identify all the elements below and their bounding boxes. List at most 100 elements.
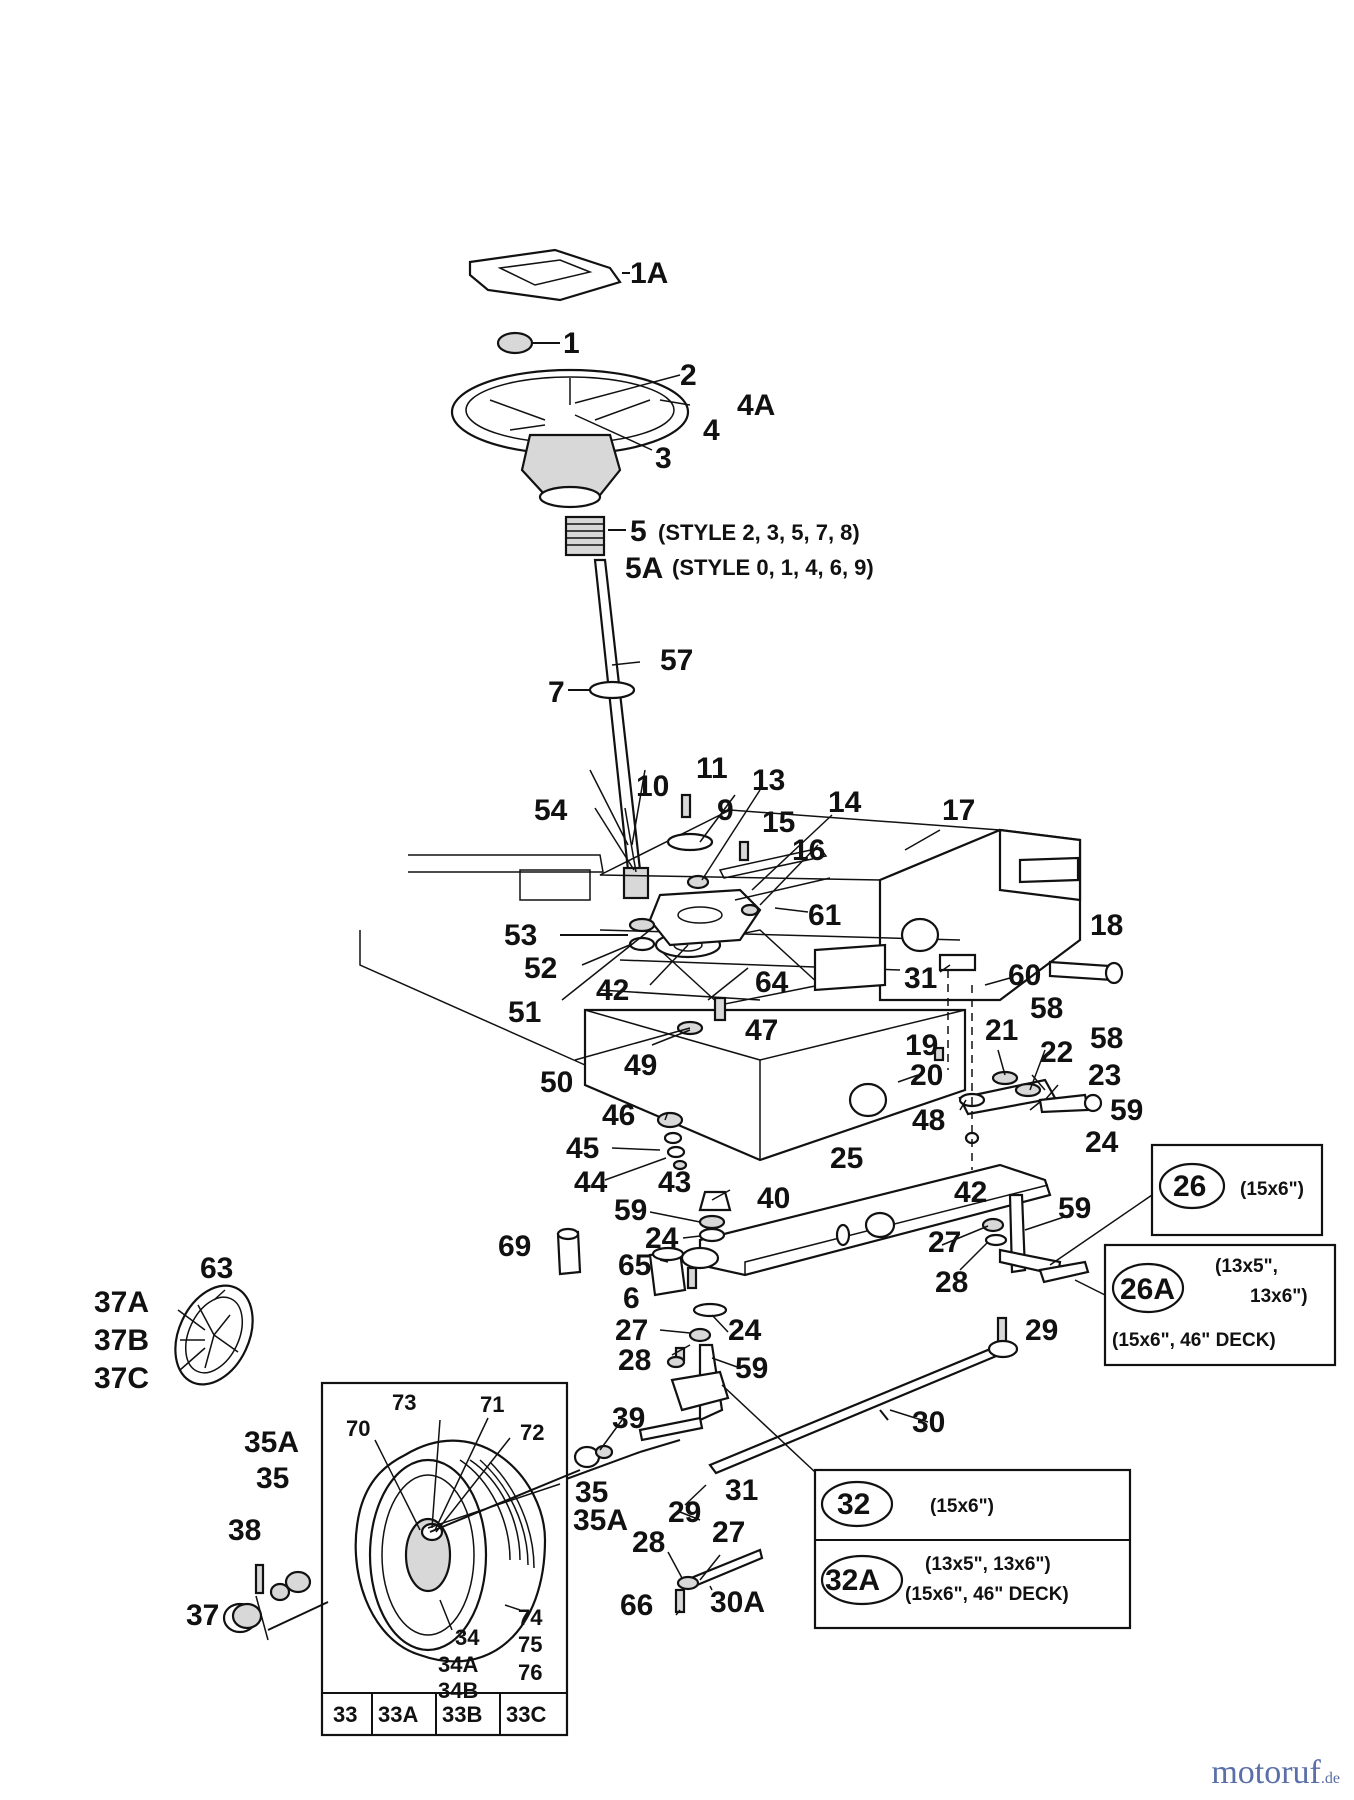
callout-1A: 1A (630, 257, 668, 290)
wheel-parts-39-35 (549, 1439, 681, 1486)
callout-28c: 28 (632, 1526, 665, 1559)
callout-28b: 28 (618, 1344, 651, 1377)
callout-52: 52 (524, 952, 557, 985)
callout-21: 21 (985, 1014, 1018, 1047)
callout-5: 5 (630, 515, 647, 548)
callout-37C: 37C (94, 1362, 149, 1395)
callout-45: 45 (566, 1132, 599, 1165)
leader-lines (177, 769, 1071, 1631)
callout-65: 65 (618, 1249, 651, 1282)
callout-49: 49 (624, 1049, 657, 1082)
nut-part-35 (269, 1570, 312, 1602)
callout-34B: 34B (438, 1678, 478, 1703)
spindle-bushing-65-69 (556, 1227, 698, 1297)
bolt-part-38 (254, 1563, 265, 1595)
callout-6: 6 (623, 1282, 640, 1315)
callout-35-left: 35 (256, 1462, 289, 1495)
callout-59a: 59 (1110, 1094, 1143, 1127)
callout-30: 30 (912, 1406, 945, 1439)
style-note-5A: (STYLE 0, 1, 4, 6, 9) (672, 555, 874, 580)
callout-31b: 31 (725, 1474, 758, 1507)
option-box-26A (1074, 1243, 1337, 1367)
callout-27c: 27 (712, 1516, 745, 1549)
callout-51: 51 (508, 996, 541, 1029)
callout-27a: 27 (928, 1226, 961, 1259)
steering-spring-part-5 (564, 515, 626, 557)
callout-39: 39 (612, 1402, 645, 1435)
callout-29b: 29 (668, 1496, 701, 1529)
box-26-code: 26 (1173, 1170, 1206, 1203)
callout-34A: 34A (438, 1652, 478, 1677)
callout-1: 1 (563, 327, 580, 360)
box-26A-size2: 13x6") (1250, 1286, 1308, 1307)
steering-shaft-part (568, 558, 650, 900)
callout-35A-left: 35A (244, 1426, 299, 1459)
bolt-part-18 (1048, 960, 1124, 985)
callout-38: 38 (228, 1514, 261, 1547)
callout-37A: 37A (94, 1286, 149, 1319)
callout-48: 48 (912, 1104, 945, 1137)
callout-57: 57 (660, 644, 693, 677)
callout-76: 76 (518, 1660, 542, 1685)
hub-cap-part-63 (174, 1284, 254, 1386)
callout-24b: 24 (645, 1222, 679, 1255)
box-32A-code: 32A (825, 1564, 880, 1597)
callout-44: 44 (574, 1166, 608, 1199)
callout-50: 50 (540, 1066, 573, 1099)
callout-18: 18 (1090, 909, 1123, 942)
callout-37: 37 (186, 1599, 219, 1632)
callout-labels: 1A 1 2 4A 4 3 5 (STYLE 2, 3, 5, 7, 8) 5A… (94, 257, 1143, 1703)
callout-30A: 30A (710, 1586, 765, 1619)
box-32-code: 32 (837, 1488, 870, 1521)
spindle-left-part-32 (638, 1302, 730, 1442)
axle-part-25 (680, 1163, 1052, 1277)
option-box-labels: 26 (15x6") 26A (13x5", 13x6") (15x6", 46… (333, 1170, 1308, 1727)
callout-59c: 59 (1058, 1192, 1091, 1225)
callout-25: 25 (830, 1142, 863, 1175)
spindle-right-part-26 (981, 1193, 1090, 1344)
wheel-option-33B: 33B (442, 1702, 482, 1727)
callout-60: 60 (1008, 959, 1041, 992)
callout-35-right: 35 (575, 1476, 608, 1509)
callout-27b: 27 (615, 1314, 648, 1347)
callout-13: 13 (752, 764, 785, 797)
callout-72: 72 (520, 1420, 544, 1445)
callout-5A: 5A (625, 552, 663, 585)
callout-58b: 58 (1090, 1022, 1123, 1055)
wheel-box (320, 1381, 569, 1737)
tie-rod-part-30 (708, 1339, 1019, 1475)
callout-74: 74 (518, 1605, 543, 1630)
callout-31a: 31 (904, 962, 937, 995)
dust-cap-part-37 (222, 1602, 263, 1634)
callout-11: 11 (696, 752, 728, 785)
axle-line-wheel (255, 1469, 581, 1641)
callout-47: 47 (745, 1014, 778, 1047)
callout-58a: 58 (1030, 992, 1063, 1025)
callout-66: 66 (620, 1589, 653, 1622)
callout-9: 9 (717, 794, 734, 827)
callout-23: 23 (1088, 1059, 1121, 1092)
callout-75: 75 (518, 1632, 542, 1657)
steering-wheel-part-4 (450, 368, 691, 509)
callout-73: 73 (392, 1390, 416, 1415)
brand-watermark: motoruf.de (1211, 1754, 1340, 1792)
box-32-size: (15x6") (930, 1496, 994, 1517)
callout-61: 61 (808, 899, 841, 932)
callout-10: 10 (636, 770, 669, 803)
callout-17: 17 (942, 794, 975, 827)
callout-35A-right: 35A (573, 1504, 628, 1537)
callout-63: 63 (200, 1252, 233, 1285)
box-26A-code: 26A (1120, 1273, 1175, 1306)
steering-cover-part-1A (468, 248, 630, 302)
callout-59d: 59 (735, 1352, 768, 1385)
callout-2: 2 (680, 359, 697, 392)
callout-54: 54 (534, 794, 568, 827)
callout-24a: 24 (1085, 1126, 1119, 1159)
wheel-option-33A: 33A (378, 1702, 418, 1727)
callout-24c: 24 (728, 1314, 762, 1347)
callout-15: 15 (762, 806, 795, 839)
callout-4A: 4A (737, 389, 775, 422)
callout-46: 46 (602, 1099, 635, 1132)
callout-37B: 37B (94, 1324, 149, 1357)
steering-cap-part-1 (496, 331, 560, 355)
